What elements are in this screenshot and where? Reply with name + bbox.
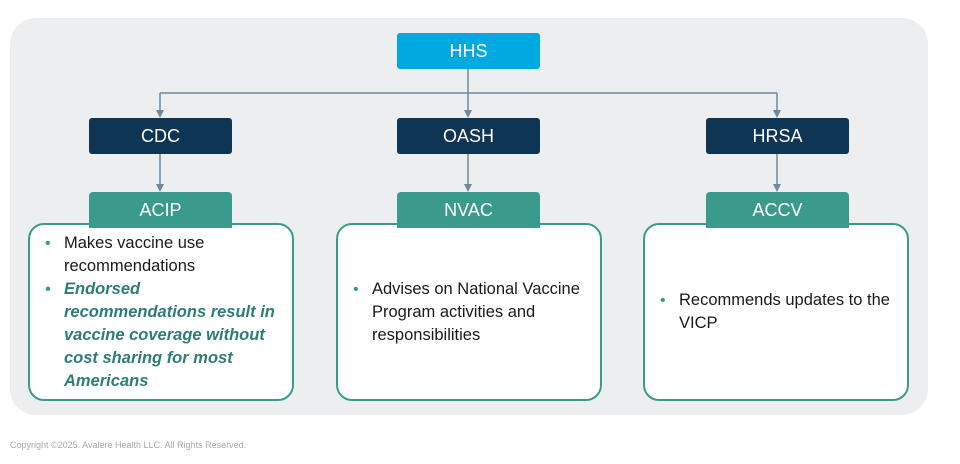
hrsa-box: HRSA — [706, 118, 849, 154]
acip-description-card: Makes vaccine use recommendations Endors… — [28, 223, 294, 401]
accv-box: ACCV — [706, 192, 849, 228]
nvac-bullet-list: Advises on National Vaccine Program acti… — [338, 278, 600, 347]
hhs-box: HHS — [397, 33, 540, 69]
accv-bullet-list: Recommends updates to the VICP — [645, 289, 907, 335]
accv-bullet-1: Recommends updates to the VICP — [660, 289, 895, 335]
oash-box: OASH — [397, 118, 540, 154]
acip-bullet-1: Makes vaccine use recommendations — [45, 232, 280, 278]
acip-box: ACIP — [89, 192, 232, 228]
acip-bullet-2-emphasis: Endorsed recommendations result in vacci… — [45, 278, 280, 393]
nvac-description-card: Advises on National Vaccine Program acti… — [336, 223, 602, 401]
acip-bullet-list: Makes vaccine use recommendations Endors… — [30, 232, 292, 393]
cdc-box: CDC — [89, 118, 232, 154]
nvac-bullet-1: Advises on National Vaccine Program acti… — [353, 278, 588, 347]
copyright-footer: Copyright ©2025. Avalere Health LLC. All… — [10, 440, 247, 450]
nvac-box: NVAC — [397, 192, 540, 228]
accv-description-card: Recommends updates to the VICP — [643, 223, 909, 401]
